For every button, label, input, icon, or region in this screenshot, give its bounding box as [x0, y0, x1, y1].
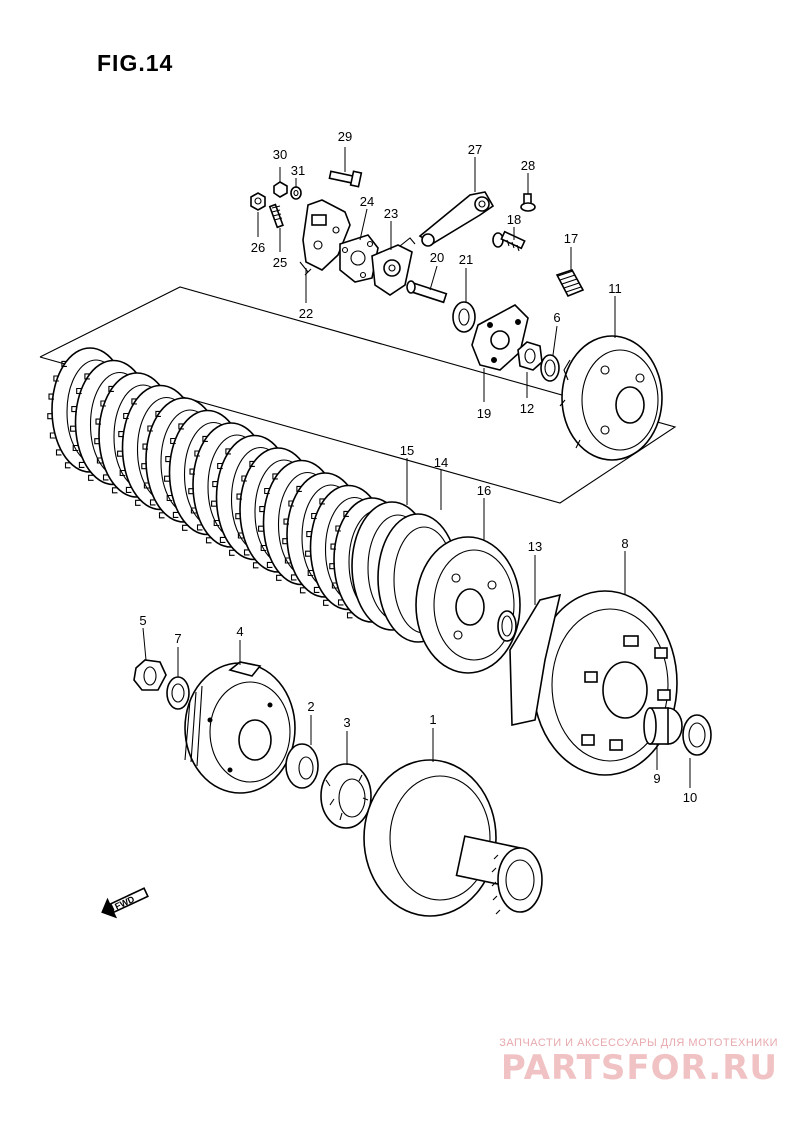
callout-3: 3	[343, 715, 350, 730]
callout-15: 15	[400, 443, 414, 458]
part-31-washer	[290, 186, 302, 200]
callout-21: 21	[459, 252, 473, 267]
part-7-washer	[166, 676, 190, 710]
callout-31: 31	[291, 163, 305, 178]
callout-16: 16	[477, 483, 491, 498]
leader-lines	[142, 147, 691, 788]
callout-4: 4	[236, 624, 243, 639]
callout-13: 13	[528, 539, 542, 554]
callout-24: 24	[360, 194, 374, 209]
part-11-pressure-plate	[559, 335, 663, 461]
part-27-release-arm	[418, 191, 495, 247]
part-22-bracket	[299, 199, 351, 276]
callout-23: 23	[384, 206, 398, 221]
callout-20: 20	[430, 250, 444, 265]
part-5-nut	[133, 659, 167, 691]
callout-17: 17	[564, 231, 578, 246]
part-6-washer	[540, 354, 560, 382]
callout-5: 5	[139, 613, 146, 628]
callout-12: 12	[520, 401, 534, 416]
clutch-plate-stack	[47, 347, 459, 643]
part-3-needle-bearing	[320, 763, 372, 829]
callout-19: 19	[477, 406, 491, 421]
callout-10: 10	[683, 790, 697, 805]
part-18-bolt	[492, 230, 526, 252]
part-16-disc	[415, 536, 521, 674]
watermark: ЗАПЧАСТИ И АКСЕССУАРЫ ДЛЯ МОТОТЕХНИКИ PA…	[499, 1037, 778, 1087]
part-10-washer	[682, 714, 712, 756]
part-26-nut	[250, 192, 266, 211]
part-28-bolt	[520, 193, 536, 212]
part-29-bolt	[328, 170, 363, 188]
callout-26: 26	[251, 240, 265, 255]
callout-2: 2	[307, 699, 314, 714]
callout-7: 7	[174, 631, 181, 646]
callout-25: 25	[273, 255, 287, 270]
part-21-bearing	[452, 301, 476, 333]
part-9-bushing	[643, 707, 683, 745]
part-8-clutch-housing	[509, 590, 678, 776]
callout-14: 14	[434, 455, 448, 470]
part-2-spacer	[285, 743, 319, 789]
part-23-release-cam	[371, 237, 416, 296]
callout-11: 11	[608, 281, 622, 296]
part-20-push-pin	[406, 280, 448, 304]
callout-28: 28	[521, 158, 535, 173]
part-25-stud	[268, 203, 284, 229]
callout-6: 6	[553, 310, 560, 325]
callout-30: 30	[273, 147, 287, 162]
part-19-lifter-plate	[471, 304, 529, 371]
callout-29: 29	[338, 129, 352, 144]
callout-22: 22	[299, 306, 313, 321]
callout-18: 18	[507, 212, 521, 227]
callout-27: 27	[468, 142, 482, 157]
part-24-plate	[339, 234, 379, 283]
callout-8: 8	[621, 536, 628, 551]
watermark-brand: PARTSFOR.RU	[500, 1048, 778, 1088]
callout-9: 9	[653, 771, 660, 786]
plate-stack-frame	[39, 286, 677, 504]
watermark-subtitle: ЗАПЧАСТИ И АКСЕССУАРЫ ДЛЯ МОТОТЕХНИКИ	[499, 1037, 778, 1049]
part-4-clutch-assembly	[184, 661, 296, 794]
figure-title: FIG.14	[97, 50, 174, 76]
part-17-spring	[555, 269, 585, 298]
part-12-nut	[517, 341, 543, 371]
part-1-driven-gear	[363, 759, 543, 917]
callout-1: 1	[429, 712, 436, 727]
callout-labels: 29 30 31 26 25 22 24 23 27 28 18 20 21 1…	[139, 129, 697, 805]
part-13-ring	[497, 610, 517, 642]
fwd-arrow: FWD	[101, 887, 149, 919]
part-30-nut	[273, 181, 288, 198]
